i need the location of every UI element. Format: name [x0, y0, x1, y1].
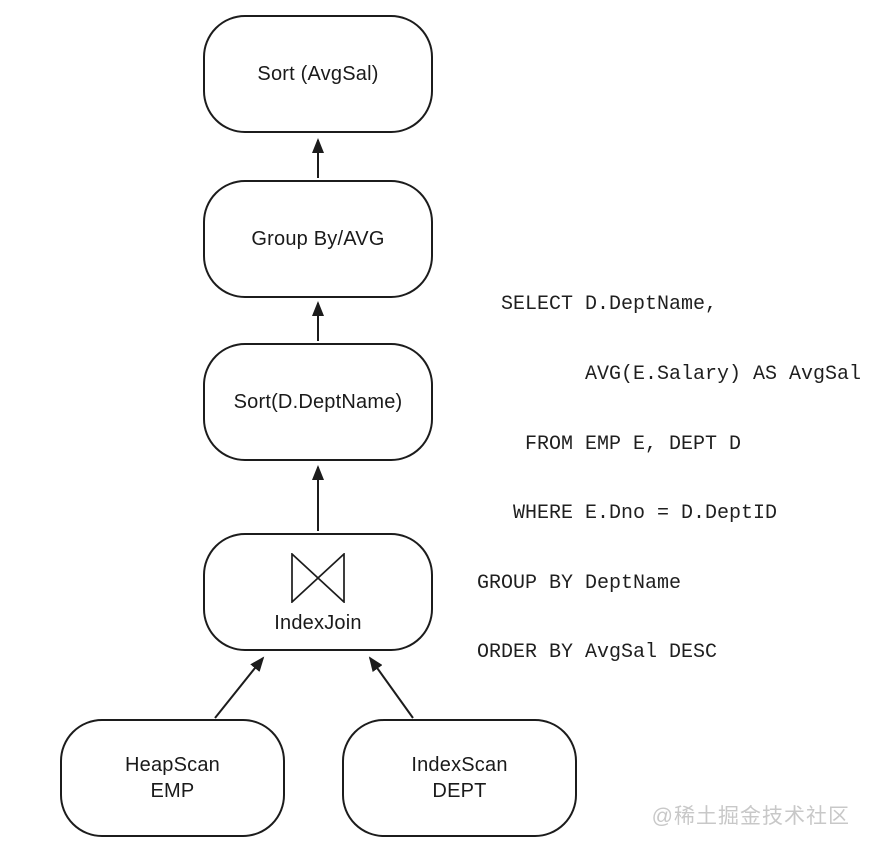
edge-heapscan-to-indexjoin: [214, 656, 265, 719]
sql-line: FROM EMP E, DEPT D: [477, 432, 742, 456]
plan-node-label: Sort (AvgSal): [257, 63, 379, 85]
plan-node-label: IndexScan: [411, 754, 508, 776]
sql-line: GROUP BY DeptName: [477, 571, 682, 595]
plan-node-label: Sort(D.DeptName): [233, 391, 403, 413]
watermark-text: @稀土掘金技术社区: [651, 805, 850, 828]
plan-node-group-by-avg: Group By/AVG: [203, 180, 433, 298]
sql-line: AVG(E.Salary) AS AvgSal: [477, 363, 862, 387]
plan-node-label: Group By/AVG: [251, 228, 385, 250]
edge-indexscan-to-indexjoin: [368, 656, 414, 719]
sql-query-text: SELECT D.DeptName, AVG(E.Salary) AS AvgS…: [477, 247, 861, 711]
plan-node-label: IndexJoin: [274, 611, 362, 634]
join-bowtie-icon: [291, 552, 345, 603]
plan-node-label: HeapScan: [125, 754, 220, 776]
plan-node-sort-avgsal: Sort (AvgSal): [203, 15, 433, 133]
plan-node-sort-deptname: Sort(D.DeptName): [203, 343, 433, 461]
plan-node-sublabel: DEPT: [432, 780, 487, 802]
sql-line: ORDER BY AvgSal DESC: [477, 641, 718, 665]
plan-node-indexscan-dept: IndexScan DEPT: [342, 719, 577, 837]
sql-line: SELECT D.DeptName,: [477, 293, 718, 317]
plan-node-heapscan-emp: HeapScan EMP: [60, 719, 285, 837]
plan-node-sublabel: EMP: [150, 780, 195, 802]
sql-line: WHERE E.Dno = D.DeptID: [477, 502, 778, 526]
plan-node-index-join: IndexJoin: [203, 533, 433, 651]
